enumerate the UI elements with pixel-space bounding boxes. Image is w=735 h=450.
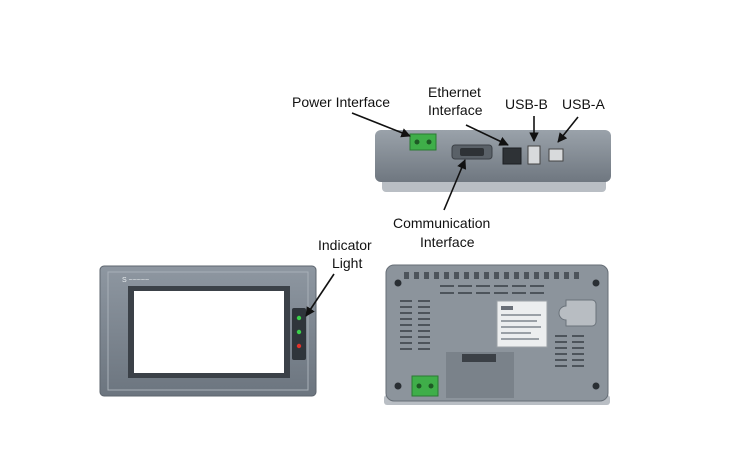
side-power-terminal [409,133,437,151]
led-red [296,343,302,349]
label-power-interface: Power Interface [292,94,391,110]
rear-power-terminal [411,375,439,397]
rear-right-vents [555,335,584,367]
arrow-usb-a [557,116,579,143]
arrow-indicator-light [305,273,335,317]
label-usb-a: USB-A [562,96,605,112]
side-db9-connector [451,144,493,160]
battery-cover [558,299,597,327]
arrow-ethernet-interface [465,124,509,146]
led-green-2 [296,329,302,335]
rear-view [384,264,610,405]
label-indicator-line2: Light [332,255,363,271]
arrow-communication-interface [443,159,467,211]
side-usb-b-port [527,145,541,165]
front-view: S ~~~~~ [99,265,317,397]
rear-db9 [462,354,496,362]
side-usb-a-port [548,148,564,162]
label-ethernet-line1: Ethernet [428,84,481,100]
label-usb-b: USB-B [505,96,548,112]
screw-hole-br [592,382,600,390]
rear-top-vents [404,272,579,279]
rear-center-vents [440,285,544,294]
label-communication-line1: Communication [393,215,491,231]
led-green-1 [296,315,302,321]
brand-logo: S ~~~~~ [122,277,149,284]
screw-hole-tl [394,279,402,287]
arrow-power-interface [351,112,411,138]
label-indicator-line1: Indicator [318,237,372,253]
side-ethernet-port [502,147,522,165]
front-screen [134,291,284,373]
label-communication-line2: Interface [420,234,475,250]
rear-left-vents [400,300,430,350]
side-view [375,130,611,192]
product-sticker [496,300,548,348]
front-bezel-inner-edge [107,271,309,391]
screw-hole-bl [394,382,402,390]
label-ethernet-line2: Interface [428,102,483,118]
screw-hole-tr [592,279,600,287]
